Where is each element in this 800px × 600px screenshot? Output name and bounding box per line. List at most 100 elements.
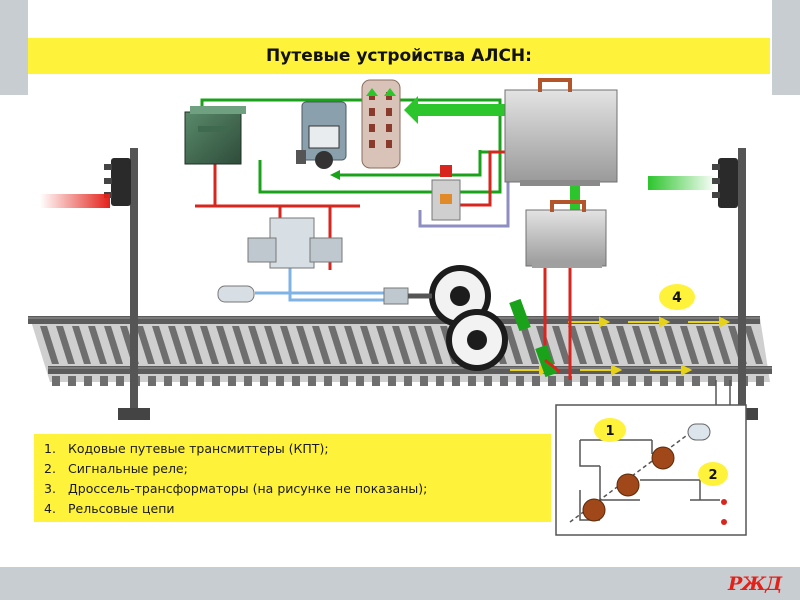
track-sleeper-end — [100, 376, 108, 386]
legend-item-number: 2. — [44, 461, 56, 476]
track-sleeper — [632, 326, 651, 364]
track-sleeper-end — [276, 376, 284, 386]
legend-item: 4. Рельсовые цепи — [44, 499, 551, 519]
track-sleeper — [104, 326, 123, 364]
track-sleeper — [648, 326, 667, 364]
bottom-band — [0, 567, 800, 600]
track-sleeper — [40, 326, 59, 364]
callout-4-label: 4 — [672, 290, 682, 306]
callout-1-label: 1 — [605, 424, 614, 439]
track-sleeper-end — [484, 376, 492, 386]
track-sleeper-end — [180, 376, 188, 386]
legend-item: 2. Сигнальные реле; — [44, 459, 551, 479]
track-equipment-case — [504, 78, 618, 186]
track-sleeper-end — [724, 376, 732, 386]
track-sleeper-end — [628, 376, 636, 386]
legend-item-text: Дроссель-трансформаторы (на рисунке не п… — [68, 481, 428, 496]
track-sleeper-end — [84, 376, 92, 386]
track-sleeper — [408, 326, 427, 364]
track-sleeper-end — [564, 376, 572, 386]
legend-item-number: 4. — [44, 501, 56, 516]
switch-unit — [431, 165, 461, 221]
left-signal — [40, 148, 150, 420]
track-sleeper — [280, 326, 299, 364]
track-sleeper-end — [612, 376, 620, 386]
track-sleeper-end — [548, 376, 556, 386]
track-sleeper — [360, 326, 379, 364]
callout-relay-badge — [698, 462, 728, 486]
rail-track — [28, 316, 772, 386]
track-sleeper-end — [388, 376, 396, 386]
track-sleeper-end — [436, 376, 444, 386]
track-sleeper-end — [116, 376, 124, 386]
track-sleeper — [200, 326, 219, 364]
red-signal-beam — [40, 194, 110, 208]
track-sleeper-end — [308, 376, 316, 386]
track-sleeper — [424, 326, 443, 364]
locomotive-receiver — [217, 217, 409, 305]
green-signal-beam — [648, 176, 716, 190]
legend-item-number: 1. — [44, 441, 56, 456]
track-sleeper-end — [212, 376, 220, 386]
track-sleeper-end — [404, 376, 412, 386]
track-sleeper — [744, 326, 763, 364]
relay-instrument — [296, 101, 347, 169]
track-sleeper — [72, 326, 91, 364]
track-sleeper-end — [340, 376, 348, 386]
track-sleeper — [312, 326, 331, 364]
callout-transmitter-badge — [594, 418, 626, 442]
track-sleeper — [696, 326, 715, 364]
track-sleeper — [152, 326, 171, 364]
track-sleeper — [88, 326, 107, 364]
track-sleeper — [328, 326, 347, 364]
track-sleeper-end — [692, 376, 700, 386]
track-sleeper-end — [356, 376, 364, 386]
track-sleeper — [296, 326, 315, 364]
track-transformer-box — [525, 200, 607, 268]
track-sleeper-end — [500, 376, 508, 386]
track-sleeper-end — [260, 376, 268, 386]
blue-wiring — [255, 255, 390, 302]
legend-item-text: Рельсовые цепи — [68, 501, 175, 516]
legend-item-text: Кодовые путевые трансмиттеры (КПТ); — [68, 441, 329, 456]
track-sleeper — [584, 326, 603, 364]
slide-title: Путевые устройства АЛСН: — [266, 46, 532, 66]
track-sleeper-end — [516, 376, 524, 386]
track-sleeper — [600, 326, 619, 364]
track-sleeper-end — [644, 376, 652, 386]
track-sleeper-end — [532, 376, 540, 386]
callout-rail-circuit: 4 — [659, 284, 695, 310]
track-sleeper-end — [52, 376, 60, 386]
track-sleeper — [376, 326, 395, 364]
track-sleeper-end — [676, 376, 684, 386]
track-sleeper — [168, 326, 187, 364]
legend-item-text: Сигнальные реле; — [68, 461, 188, 476]
track-sleeper — [504, 326, 523, 364]
track-sleeper-end — [580, 376, 588, 386]
track-sleeper-end — [372, 376, 380, 386]
track-sleeper-end — [292, 376, 300, 386]
track-sleeper — [680, 326, 699, 364]
track-sleeper-end — [452, 376, 460, 386]
circuit-schematic: 1 2 — [555, 380, 747, 536]
track-sleeper — [232, 326, 251, 364]
track-sleeper-end — [324, 376, 332, 386]
track-sleeper-end — [756, 376, 764, 386]
title-bar: Путевые устройства АЛСН: — [28, 38, 770, 74]
legend-item: 3. Дроссель-трансформаторы (на рисунке не… — [44, 479, 551, 499]
legend-item-number: 3. — [44, 481, 56, 496]
track-sleeper — [520, 326, 539, 364]
track-sleeper-end — [244, 376, 252, 386]
track-sleeper — [264, 326, 283, 364]
track-sleeper-end — [708, 376, 716, 386]
track-sleeper — [568, 326, 587, 364]
track-sleeper-end — [420, 376, 428, 386]
track-sleeper — [344, 326, 363, 364]
track-sleeper — [136, 326, 155, 364]
rail-connector-coils — [509, 298, 561, 378]
code-transmitter-cabinet — [184, 106, 246, 165]
rzd-logo: РЖД — [728, 573, 782, 595]
track-sleeper-end — [164, 376, 172, 386]
legend-list: 1. Кодовые путевые трансмиттеры (КПТ); 2.… — [34, 434, 551, 519]
alsn-diagram: 4 1 2 — [28, 78, 772, 536]
